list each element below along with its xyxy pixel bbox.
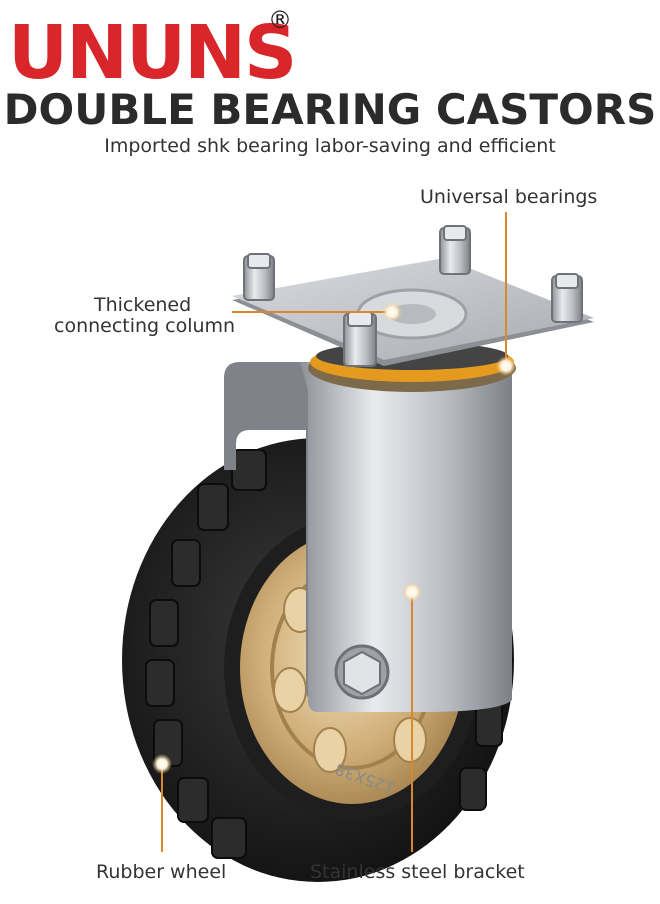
mounting-bolt: [243, 253, 275, 301]
column-callout-dot: [382, 302, 402, 322]
mounting-bolt: [551, 273, 583, 323]
column-label-line1: Thickened: [94, 294, 192, 316]
bracket-label: Stainless steel bracket: [310, 861, 525, 883]
top-plate: [232, 258, 594, 366]
registered-trademark-icon: ®: [268, 6, 292, 34]
stainless-steel-bracket: [224, 362, 512, 712]
column-label-line2: connecting column: [54, 315, 236, 337]
rubber-wheel-label: Rubber wheel: [96, 861, 227, 883]
wheel-callout-dot: [152, 754, 172, 774]
brand-logo: UNUNS: [8, 16, 297, 90]
bracket-callout-dot: [402, 582, 422, 602]
mounting-bolt: [343, 311, 377, 367]
page-title: DOUBLE BEARING CASTORS: [3, 85, 657, 134]
universal-bearings-label: Universal bearings: [420, 186, 598, 208]
axle-bolt: [343, 650, 381, 696]
bearing-callout-dot: [496, 356, 516, 376]
brand-logo-text: UNUNS: [8, 10, 297, 96]
mounting-bolt: [439, 225, 471, 275]
page-subtitle: Imported shk bearing labor-saving and ef…: [104, 135, 556, 157]
